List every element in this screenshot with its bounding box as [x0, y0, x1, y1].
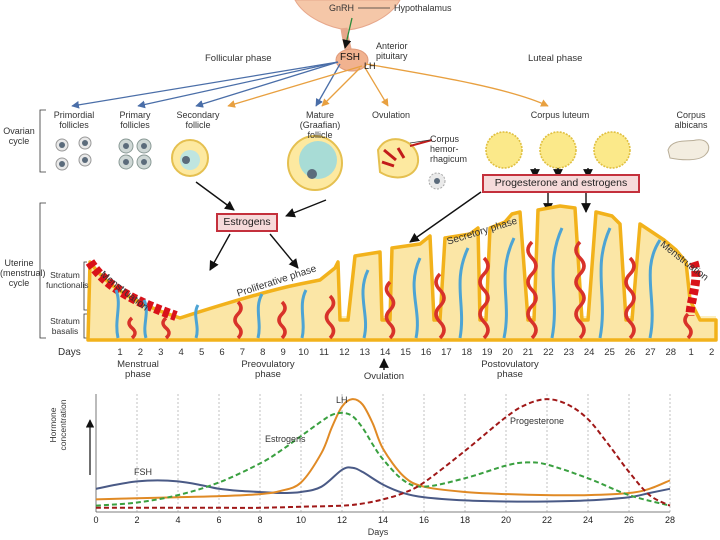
primordial-follicles-graphic — [55, 136, 92, 171]
day-number: 1 — [117, 347, 123, 358]
lh-label: LH — [364, 61, 376, 71]
hypothalamus-label: Hypothalamus — [394, 3, 452, 13]
stage-mature-label: Mature (Graafian) follicle — [299, 110, 341, 140]
primary-follicles-graphic — [118, 138, 152, 170]
hormone-concentration-axis-label: Hormone concentration — [48, 399, 68, 451]
day-number: 26 — [624, 347, 636, 358]
x-tick-label: 0 — [93, 515, 98, 525]
day-number: 5 — [198, 347, 205, 358]
stage-secondary-label: Secondary follicle — [176, 110, 220, 130]
x-tick-label: 22 — [542, 515, 552, 525]
spiral-arteries — [127, 240, 693, 340]
day-number: 8 — [260, 347, 266, 358]
day-number: 27 — [645, 347, 656, 358]
day-number: 2 — [137, 347, 144, 358]
anterior-pituitary-label: Anterior pituitary — [376, 41, 408, 61]
chart-xlabel: Days — [367, 527, 389, 537]
day-number: 20 — [502, 347, 513, 358]
stratum-basalis-label: Stratum basalis — [50, 316, 80, 336]
x-tick-label: 16 — [419, 515, 429, 525]
secondary-follicle-graphic — [171, 139, 209, 177]
preovulatory-phase-label: Preovulatory phase — [241, 359, 295, 380]
stage-ovulation-label: Ovulation — [371, 110, 411, 120]
x-tick-label: 2 — [134, 515, 139, 525]
x-tick-label: 10 — [296, 515, 306, 525]
series-label-estrogens: Estrogens — [265, 434, 306, 444]
day-number: 12 — [339, 347, 350, 358]
hypothalamus-pituitary-graphic — [294, 0, 401, 72]
lh-arrows — [227, 63, 549, 108]
corpus-albicans-graphic — [667, 139, 710, 161]
x-tick-label: 8 — [257, 515, 262, 525]
x-tick-label: 14 — [378, 515, 388, 525]
series-line-progesterone — [96, 398, 671, 509]
series-line-fsh — [95, 466, 671, 503]
ovarian-cycle-side-label: Ovarian cycle — [3, 126, 35, 146]
stage-corpus-luteum-label: Corpus luteum — [530, 110, 590, 120]
day-number: 13 — [359, 347, 371, 358]
day-number: 17 — [441, 347, 452, 358]
ovulation-graphic — [376, 138, 446, 190]
stage-corpus-albicans-label: Corpus albicans — [674, 110, 708, 130]
days-label: Days — [58, 347, 81, 358]
estrogens-box: Estrogens — [216, 213, 278, 232]
x-tick-label: 26 — [624, 515, 634, 525]
gnrh-label: GnRH — [329, 3, 355, 13]
uterine-cycle-side-label: Uterine (menstrual) cycle — [0, 258, 46, 288]
uterine-glands — [114, 227, 662, 339]
day-number: 1 — [688, 347, 694, 358]
x-tick-label: 4 — [175, 515, 180, 525]
day-number: 6 — [219, 347, 225, 358]
x-tick-label: 20 — [501, 515, 511, 525]
day-number: 25 — [604, 347, 615, 358]
day-number: 3 — [158, 347, 164, 358]
day-number: 7 — [239, 347, 246, 358]
menstrual-phase-label: Menstrual phase — [117, 359, 159, 380]
day-number: 19 — [481, 347, 493, 358]
day-number: 11 — [319, 347, 329, 358]
series-line-lh — [95, 398, 671, 501]
ovarian-follicles — [55, 131, 710, 191]
day-number: 28 — [665, 347, 677, 358]
fsh-label: FSH — [340, 52, 360, 63]
day-number: 22 — [543, 347, 554, 358]
series-label-progesterone: Progesterone — [510, 416, 565, 426]
day-number: 4 — [178, 347, 184, 358]
progesterone-estrogens-box: Progesterone and estrogens — [482, 174, 640, 193]
fsh-arrows — [71, 61, 341, 109]
hormone-flow-arrows — [195, 181, 591, 271]
corpus-hemorrhagicum-label: Corpus hemor- rhagicum — [430, 134, 468, 164]
day-number: 2 — [708, 347, 715, 358]
day-number: 14 — [379, 347, 391, 358]
x-tick-label: 6 — [216, 515, 221, 525]
series-label-lh: LH — [336, 395, 348, 405]
day-number: 24 — [583, 347, 595, 358]
follicular-phase-label: Follicular phase — [205, 53, 272, 64]
postovulatory-phase-label: Postovulatory phase — [481, 359, 539, 380]
x-tick-label: 28 — [665, 515, 675, 525]
day-number: 21 — [522, 347, 534, 358]
section-brackets — [39, 109, 87, 339]
luteal-phase-label: Luteal phase — [528, 53, 583, 64]
mature-follicle-graphic — [287, 135, 343, 191]
day-number: 16 — [420, 347, 432, 358]
x-tick-label: 12 — [337, 515, 347, 525]
day-number: 18 — [461, 347, 473, 358]
x-tick-label: 24 — [583, 515, 593, 525]
endometrium-graphic — [85, 204, 718, 370]
day-number: 15 — [400, 347, 411, 358]
stage-primary-label: Primary follicles — [119, 110, 151, 130]
stratum-functionalis-label: Stratum functionalis — [46, 270, 89, 290]
day-number: 10 — [298, 347, 309, 358]
series-label-fsh: FSH — [134, 467, 152, 477]
day-number: 9 — [280, 347, 286, 358]
stage-primordial-label: Primordial follicles — [53, 110, 95, 130]
corpus-luteum-graphic — [485, 131, 631, 169]
x-tick-label: 18 — [460, 515, 470, 525]
day-number: 23 — [563, 347, 575, 358]
ovulation-label: Ovulation — [363, 371, 405, 382]
